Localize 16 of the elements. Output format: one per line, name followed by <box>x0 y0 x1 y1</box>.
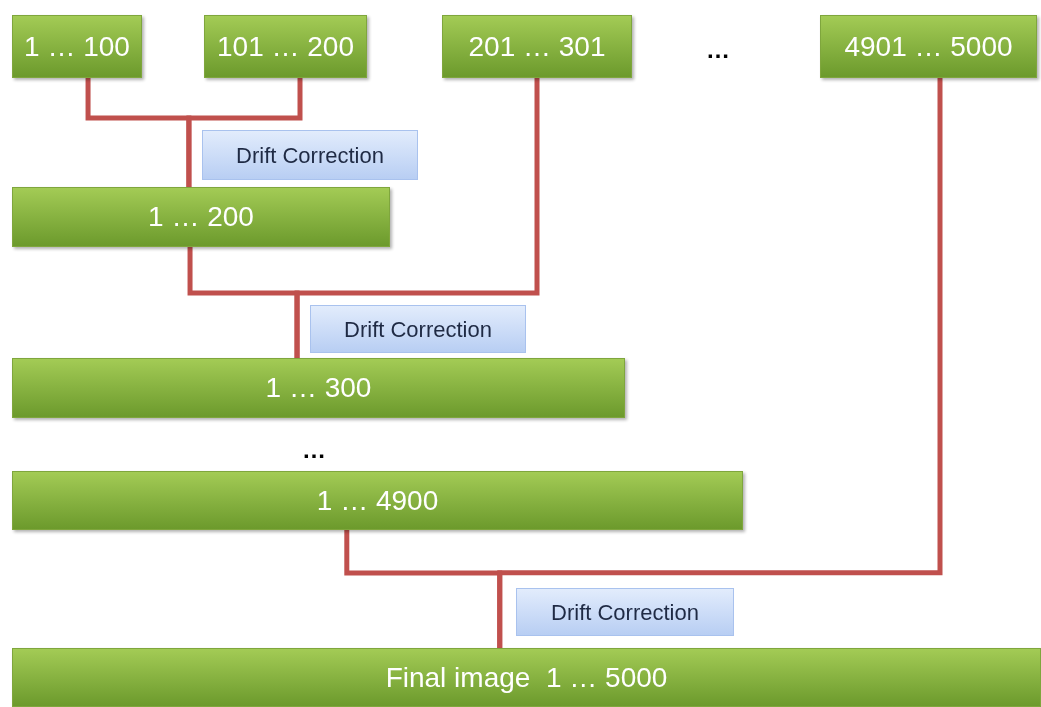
connector-line <box>497 78 943 648</box>
frame-range-box: 4901 … 5000 <box>820 15 1037 78</box>
frame-range-box: 1 … 4900 <box>12 471 743 530</box>
frame-range-box: 1 … 200 <box>12 187 390 247</box>
ellipsis-text: … <box>706 35 730 65</box>
connector-line <box>294 78 540 358</box>
process-label-box: Drift Correction <box>202 130 418 180</box>
frame-range-box: Final image 1 … 5000 <box>12 648 1041 707</box>
frame-range-box: 1 … 300 <box>12 358 625 418</box>
frame-range-box: 201 … 301 <box>442 15 632 78</box>
frame-range-box: 1 … 100 <box>12 15 142 78</box>
process-label-box: Drift Correction <box>310 305 526 353</box>
process-label-box: Drift Correction <box>516 588 734 636</box>
connector-line <box>186 78 303 187</box>
frame-range-box: 101 … 200 <box>204 15 367 78</box>
ellipsis-text: … <box>302 435 326 465</box>
